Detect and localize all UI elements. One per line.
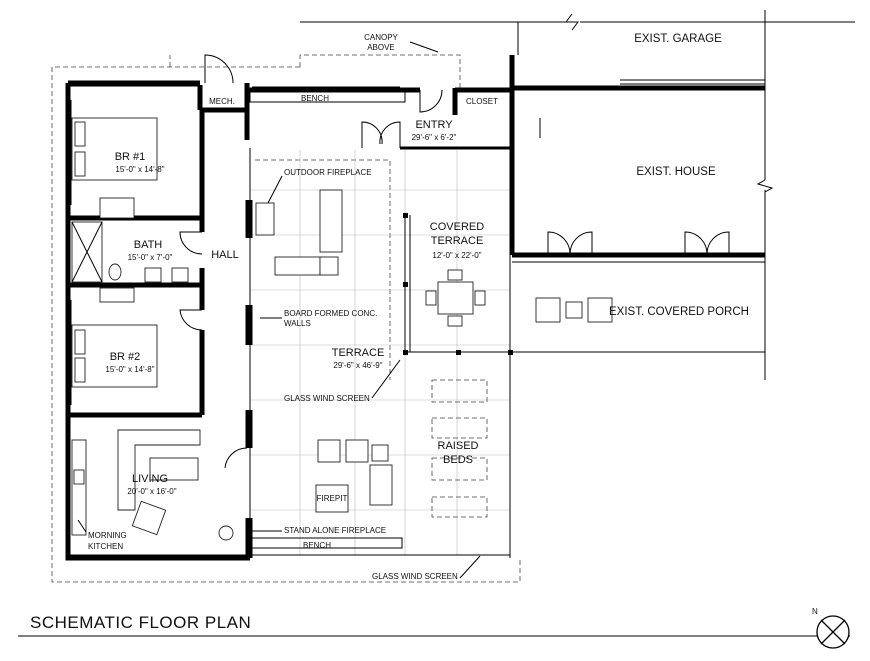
covered-terrace-label-1: COVERED	[430, 221, 484, 233]
bench-top-note: BENCH	[301, 94, 329, 103]
bath-dims: 15'-0" x 7'-0"	[128, 253, 173, 262]
north-label: N	[812, 607, 818, 616]
firepit-note: FIREPIT	[317, 494, 348, 503]
exist-garage-label: EXIST. GARAGE	[634, 33, 722, 45]
br1-dims: 15'-0" x 14'-8"	[115, 165, 164, 174]
labels: BR #1 15'-0" x 14'-8" BATH 15'-0" x 7'-0…	[88, 33, 749, 581]
glass-wind-screen-note-1: GLASS WIND SCREEN	[284, 394, 370, 403]
living-dims: 20'-0" x 16'-0"	[127, 487, 176, 496]
outdoor-fireplace-note: OUTDOOR FIREPLACE	[284, 168, 372, 177]
canopy-note-2: ABOVE	[367, 43, 395, 52]
entry-dims: 29'-6" x 6'-2"	[412, 133, 457, 142]
mech-label: MECH.	[209, 97, 235, 106]
terrace-label: TERRACE	[332, 347, 385, 359]
furniture	[71, 91, 613, 549]
morning-kitchen-note-1: MORNING	[88, 531, 127, 540]
br1-label: BR #1	[115, 151, 146, 163]
raised-beds-label-2: BEDS	[443, 454, 473, 466]
stand-alone-fireplace-note: STAND ALONE FIREPLACE	[284, 526, 386, 535]
exterior-walls	[65, 10, 855, 561]
terrace-dims: 29'-6" x 46'-9"	[333, 361, 382, 370]
closet-label: CLOSET	[466, 97, 498, 106]
glass-wind-screen-note-2: GLASS WIND SCREEN	[372, 572, 458, 581]
title-block: SCHEMATIC FLOOR PLAN	[18, 613, 850, 637]
raised-beds-label-1: RAISED	[438, 440, 479, 452]
living-label: LIVING	[132, 473, 168, 485]
window-glazing	[70, 85, 510, 556]
covered-terrace-label-2: TERRACE	[431, 235, 484, 247]
board-formed-note-2: WALLS	[284, 319, 311, 328]
entry-label: ENTRY	[415, 119, 453, 131]
covered-terrace-posts	[403, 213, 513, 355]
doors	[179, 54, 730, 469]
bench-bottom-note: BENCH	[303, 541, 331, 550]
exist-porch-label: EXIST. COVERED PORCH	[609, 306, 749, 318]
exist-house-label: EXIST. HOUSE	[636, 166, 716, 178]
morning-kitchen-note-2: KITCHEN	[88, 542, 123, 551]
board-formed-note-1: BOARD FORMED CONC.	[284, 309, 377, 318]
br2-dims: 15'-0" x 14'-8"	[105, 365, 154, 374]
hall-label: HALL	[211, 249, 239, 261]
canopy-note-1: CANOPY	[364, 33, 398, 42]
north-arrow-icon: N	[812, 607, 850, 649]
br2-label: BR #2	[110, 351, 141, 363]
bath-label: BATH	[134, 239, 163, 251]
leader-lines	[77, 41, 481, 579]
plan-title: SCHEMATIC FLOOR PLAN	[30, 613, 251, 632]
covered-terrace-dims: 12'-0" x 22'-0"	[432, 251, 481, 260]
